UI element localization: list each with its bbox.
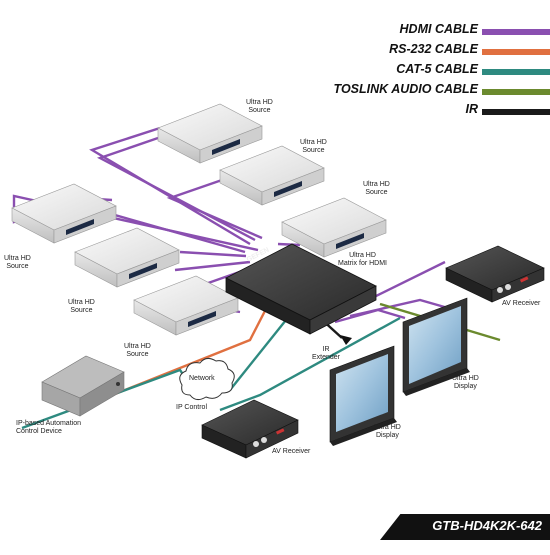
source-box-2 <box>219 145 325 206</box>
model-number-banner: GTB-HD4K2K-642 <box>380 514 550 540</box>
legend-hdmi-label: HDMI CABLE <box>399 22 478 36</box>
display-back <box>402 297 470 396</box>
label-network: Network <box>189 375 215 382</box>
automation-device <box>41 355 125 417</box>
hdmi-matrix-device: GEFEN <box>225 243 377 335</box>
source-box-6 <box>133 275 239 336</box>
display-front <box>329 345 397 446</box>
av-receiver-bottom-device <box>201 399 299 459</box>
legend-rs232-label: RS-232 CABLE <box>389 42 478 56</box>
source-box-4 <box>11 183 117 244</box>
legend-hdmi-swatch <box>482 29 550 35</box>
legend-cat5-swatch <box>482 69 550 75</box>
av-receiver-top-device <box>445 245 545 303</box>
model-number: GTB-HD4K2K-642 <box>432 518 542 533</box>
source-box-1 <box>157 103 263 164</box>
ir-extender-device <box>340 335 352 345</box>
network-cloud <box>179 357 235 401</box>
label-av-receiver-top: AV Receiver <box>502 300 541 307</box>
label-av-receiver-bottom: AV Receiver <box>272 448 311 455</box>
label-ip-control: IP Control <box>176 404 207 411</box>
legend-rs232-swatch <box>482 49 550 55</box>
legend-ir-label: IR <box>465 102 479 116</box>
legend-toslink-label: TOSLINK AUDIO CABLE <box>333 82 478 96</box>
legend-toslink-swatch <box>482 89 550 95</box>
source-box-5 <box>74 227 180 288</box>
legend-ir-swatch <box>482 109 550 115</box>
source-box-3 <box>281 197 387 258</box>
legend-cat5-label: CAT-5 CABLE <box>396 62 478 76</box>
